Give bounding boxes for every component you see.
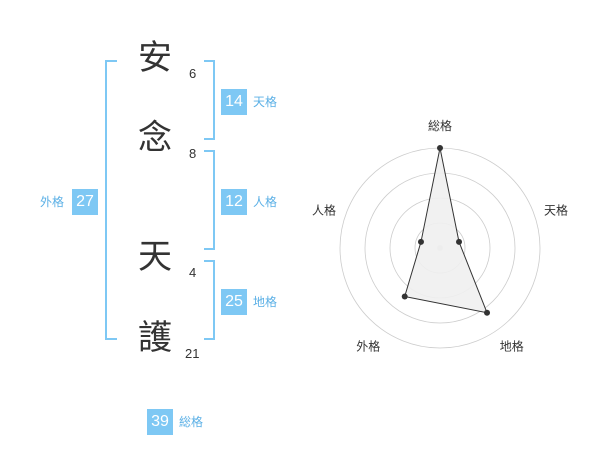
chi-kaku-label: 地格 <box>253 295 278 309</box>
name-char-2: 念 <box>138 118 172 158</box>
ten-kaku-label: 天格 <box>253 95 278 109</box>
sou-kaku-label: 総格 <box>179 415 204 429</box>
stroke-count-1: 6 <box>189 66 197 81</box>
name-char-4: 護 <box>138 318 172 358</box>
radar-point-4 <box>401 293 408 300</box>
bracket-ten <box>204 60 215 140</box>
radar-axis-label-4: 外格 <box>356 339 380 354</box>
radar-series-polygon <box>404 147 488 314</box>
radar-point-5 <box>417 238 424 245</box>
name-char-3: 天 <box>138 237 172 277</box>
jin-kaku-label: 人格 <box>253 195 278 209</box>
gai-kaku-label: 外格 <box>40 195 65 209</box>
radar-point-2 <box>456 238 463 245</box>
radar-axis-label-1: 総格 <box>428 118 452 133</box>
stroke-count-3: 4 <box>189 265 197 280</box>
stroke-count-4: 21 <box>185 346 200 361</box>
bracket-gai <box>105 60 117 340</box>
sou-kaku-value: 39 <box>147 409 173 435</box>
radar-point-1 <box>437 145 443 151</box>
bracket-chi <box>204 260 215 340</box>
radar-axis-label-5: 人格 <box>312 202 336 217</box>
jin-kaku-value: 12 <box>221 189 247 215</box>
stroke-count-2: 8 <box>189 146 197 161</box>
bracket-jin <box>204 150 215 250</box>
name-char-1: 安 <box>138 38 172 78</box>
chi-kaku-value: 25 <box>221 289 247 315</box>
radar-point-3 <box>484 309 491 316</box>
radar-axis-label-2: 天格 <box>544 202 568 217</box>
gai-kaku-value: 27 <box>72 189 98 215</box>
radar-axis-label-3: 地格 <box>500 339 524 354</box>
ten-kaku-value: 14 <box>221 89 247 115</box>
